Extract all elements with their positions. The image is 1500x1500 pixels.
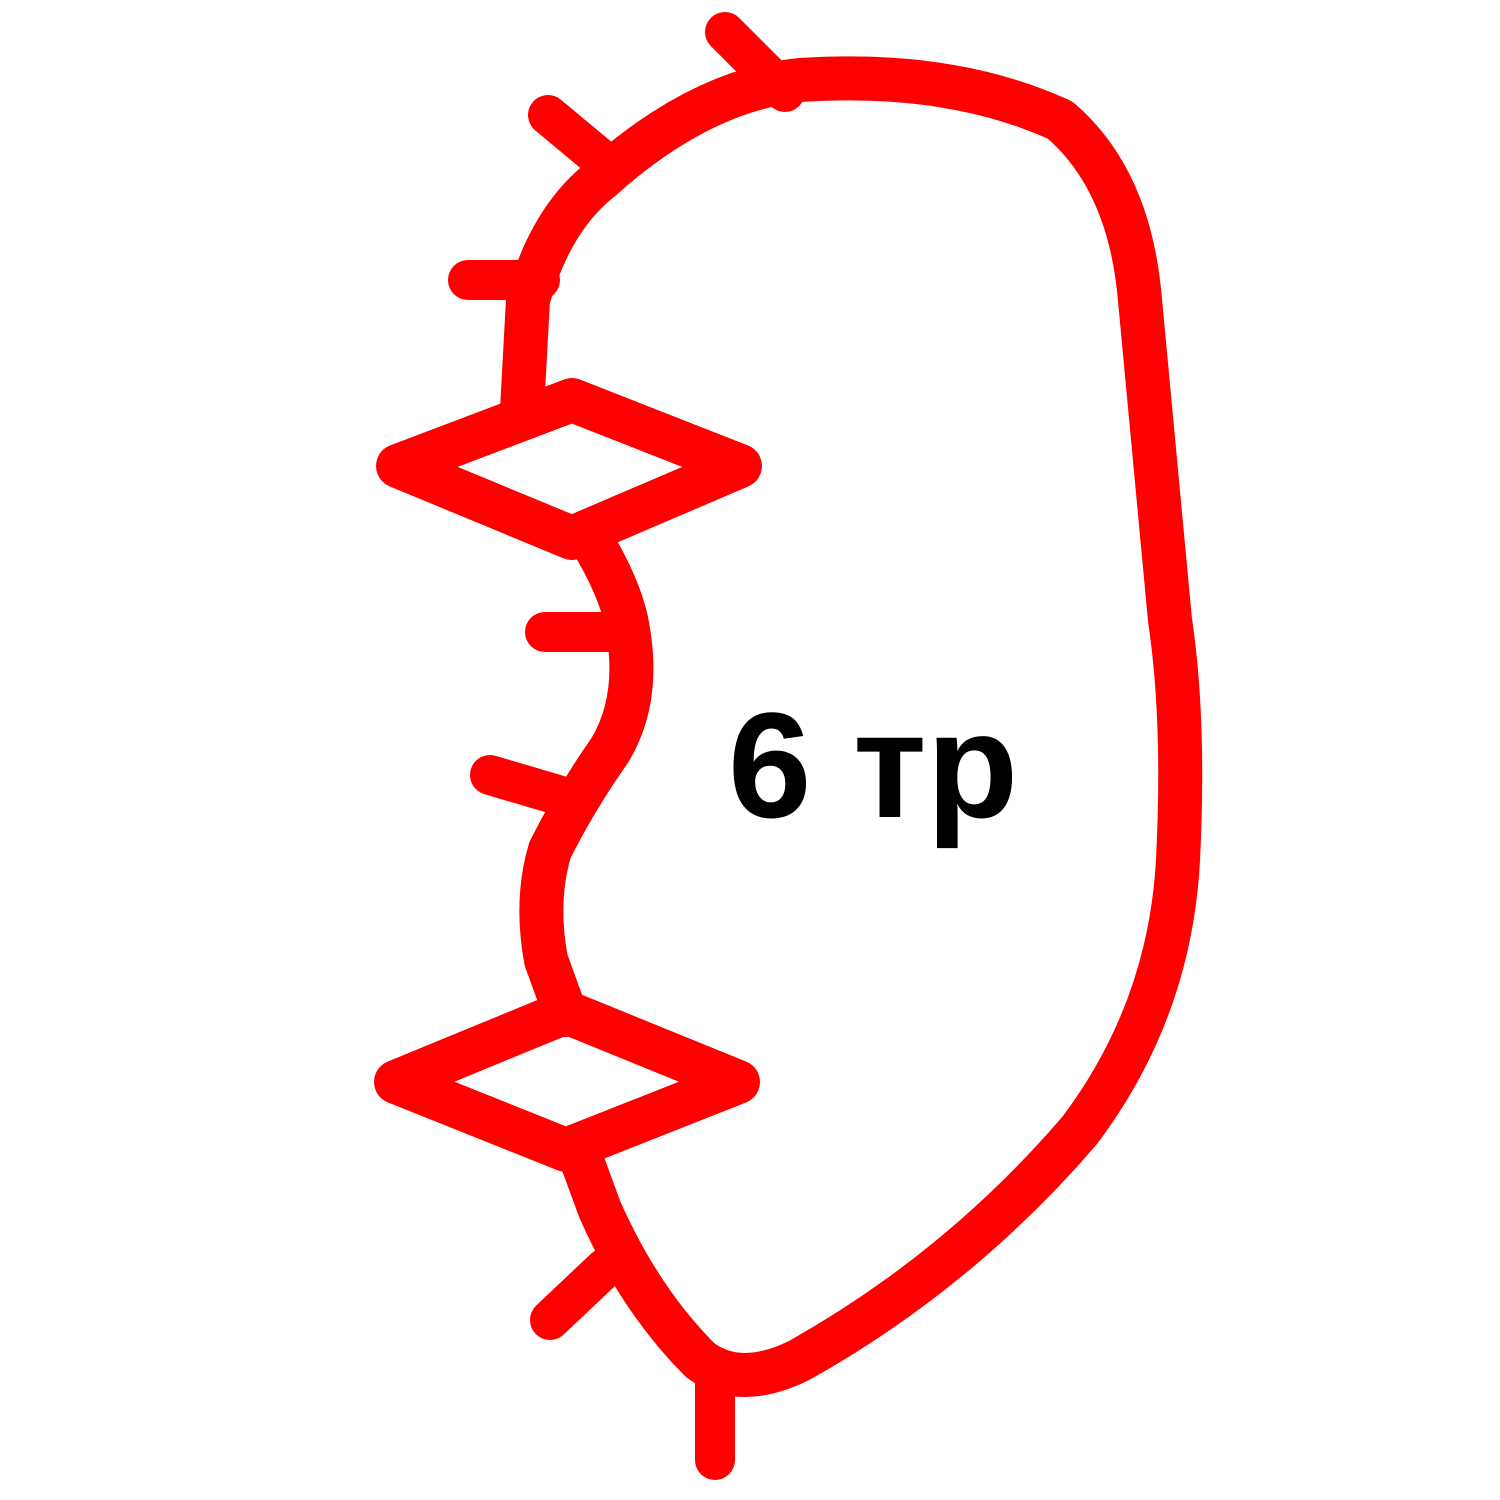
lower-diamond [374,990,760,1172]
tick-top-right [705,12,805,112]
tick-upper-left [528,95,628,185]
upper-diamond [376,378,762,560]
figure-label: 6 тр [728,681,1019,849]
tick-left-lower [470,755,588,818]
outline-path [500,56,1203,1397]
tick-bottom-left [530,1248,625,1340]
